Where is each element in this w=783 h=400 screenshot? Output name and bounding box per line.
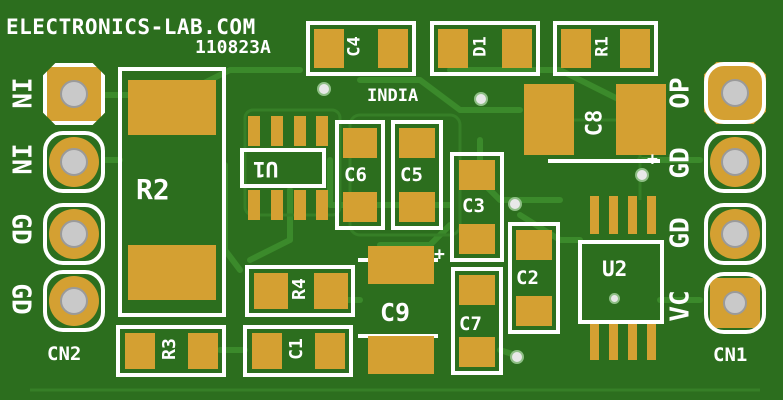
c7-label: C7 bbox=[459, 313, 482, 335]
c9-label: C9 bbox=[380, 298, 411, 327]
u1-pins-bottom bbox=[248, 190, 328, 220]
c1-pad-2 bbox=[315, 333, 345, 369]
c4-pad-2 bbox=[378, 29, 408, 68]
d1-pad-1 bbox=[438, 29, 468, 68]
c9-pad-1 bbox=[368, 246, 434, 284]
r3-pad-2 bbox=[188, 333, 218, 369]
cn1-pin-2 bbox=[704, 131, 766, 193]
u2-pins-top bbox=[590, 196, 656, 234]
c3-outline bbox=[450, 152, 504, 262]
u2-pins-bottom bbox=[590, 322, 656, 360]
r1-pad-2 bbox=[620, 29, 650, 68]
u1-pins-top bbox=[248, 116, 328, 146]
r2-pad-1 bbox=[128, 80, 216, 135]
c6-outline bbox=[335, 120, 385, 230]
cn2-pin2-label: IN bbox=[5, 143, 36, 175]
c2-outline bbox=[508, 222, 560, 334]
c8-outline bbox=[548, 83, 660, 163]
cn1-pin-4 bbox=[704, 272, 766, 334]
via bbox=[474, 92, 488, 106]
c5-pad-1 bbox=[399, 128, 435, 158]
r1-outline bbox=[553, 21, 658, 76]
cn1-pin-1-outline bbox=[704, 62, 766, 124]
cn1-pin4-label: VC bbox=[665, 290, 696, 322]
via bbox=[508, 197, 522, 211]
c8-pad-1 bbox=[524, 84, 574, 155]
r2-pad-2 bbox=[128, 245, 216, 300]
r3-label: R3 bbox=[158, 338, 180, 360]
c4-pad-1 bbox=[314, 29, 344, 68]
c4-label: C4 bbox=[344, 36, 365, 57]
c5-label: C5 bbox=[400, 164, 423, 186]
r3-pad-1 bbox=[125, 333, 155, 369]
r3-outline bbox=[116, 325, 226, 377]
r4-pad-1 bbox=[254, 273, 288, 309]
c7-pad-1 bbox=[459, 275, 495, 305]
r1-pad-1 bbox=[561, 29, 591, 68]
cn2-pin-2 bbox=[43, 131, 105, 193]
cn1-pin2-label: GD bbox=[665, 147, 696, 179]
cn1-pin1-label: OP bbox=[665, 77, 696, 109]
c3-pad-2 bbox=[459, 224, 495, 254]
c4-outline bbox=[306, 21, 416, 76]
header-text: ELECTRONICS-LAB.COM bbox=[6, 15, 256, 39]
u1-label: U1 bbox=[253, 157, 279, 181]
r2-outline bbox=[118, 67, 226, 317]
c1-pad-1 bbox=[252, 333, 282, 369]
cn1-pin-3 bbox=[704, 203, 766, 265]
c3-label: C3 bbox=[462, 195, 485, 217]
c1-outline bbox=[243, 325, 353, 377]
cn2-pin-1 bbox=[43, 63, 105, 125]
u2-outline bbox=[578, 240, 664, 324]
c2-label: C2 bbox=[516, 267, 539, 289]
cn2-label: CN2 bbox=[47, 343, 82, 365]
c8-pad-2 bbox=[616, 84, 666, 155]
r2-label: R2 bbox=[136, 173, 170, 206]
u1-outline bbox=[240, 148, 326, 188]
c5-outline bbox=[391, 120, 443, 230]
c9-pad-2 bbox=[368, 336, 434, 374]
r4-label: R4 bbox=[288, 278, 310, 300]
via bbox=[510, 350, 524, 364]
cn2-pin1-label: IN bbox=[5, 77, 36, 109]
r4-pad-2 bbox=[314, 273, 348, 309]
u2-pin1-marker bbox=[609, 293, 620, 304]
cn1-pin3-label: GD bbox=[665, 217, 696, 249]
d1-outline bbox=[430, 21, 540, 76]
u2-label: U2 bbox=[602, 257, 628, 281]
c8-plus-mark: + bbox=[647, 149, 658, 170]
via bbox=[635, 168, 649, 182]
d1-pad-2 bbox=[502, 29, 532, 68]
c5-pad-2 bbox=[399, 192, 435, 222]
d1-label: D1 bbox=[470, 36, 491, 57]
r4-outline bbox=[245, 265, 355, 317]
r1-label: R1 bbox=[592, 36, 613, 57]
c7-pad-2 bbox=[459, 337, 495, 367]
cn2-pin3-label: GD bbox=[5, 213, 36, 245]
c7-outline bbox=[451, 267, 503, 375]
cn2-pin-3 bbox=[43, 203, 105, 265]
via bbox=[317, 82, 331, 96]
c2-pad-2 bbox=[516, 296, 552, 326]
c6-label: C6 bbox=[344, 164, 367, 186]
board-code: 110823A bbox=[195, 37, 271, 58]
c6-pad-1 bbox=[343, 128, 377, 158]
c6-pad-2 bbox=[343, 192, 377, 222]
c2-pad-1 bbox=[516, 230, 552, 260]
c1-label: C1 bbox=[285, 338, 307, 360]
c3-pad-1 bbox=[459, 160, 495, 190]
c9-plus-mark: + bbox=[434, 244, 445, 265]
cn2-pin-4 bbox=[43, 270, 105, 332]
c8-label: C8 bbox=[582, 109, 608, 137]
origin-text: INDIA bbox=[367, 86, 419, 106]
cn1-label: CN1 bbox=[713, 344, 748, 366]
cn2-pin4-label: GD bbox=[5, 283, 36, 315]
